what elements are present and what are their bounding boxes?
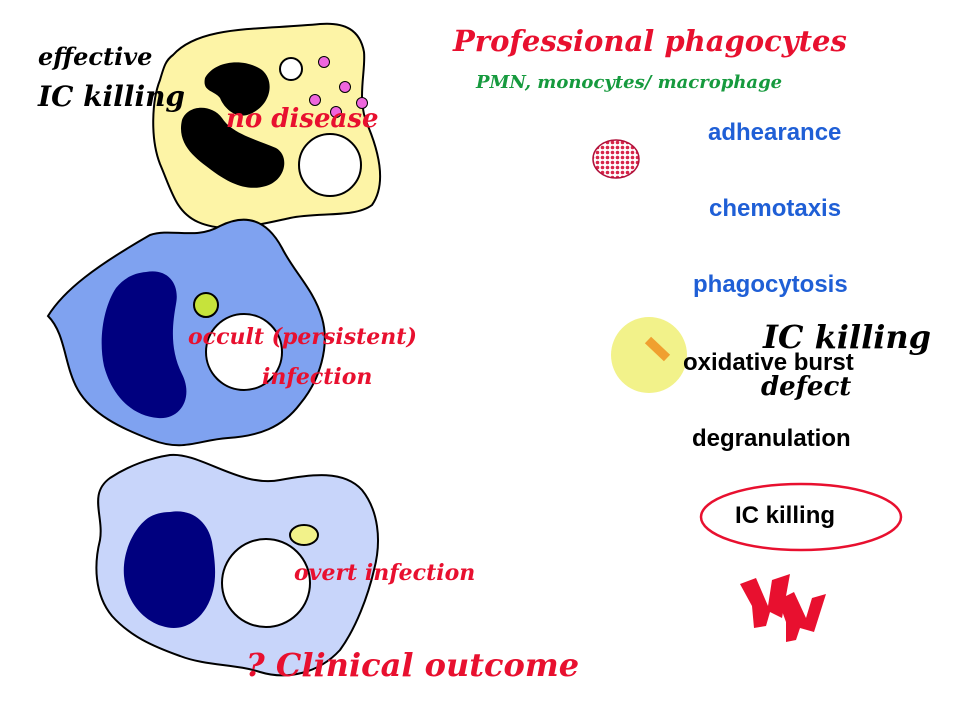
function-adhearance: adhearance xyxy=(708,119,842,146)
function-oxidative-burst: oxidative burst xyxy=(683,349,854,376)
cell3-label: overt infection xyxy=(294,560,476,586)
granule xyxy=(339,81,351,93)
granule xyxy=(330,106,342,118)
mono-nucleus-occult xyxy=(101,271,187,419)
opsonized-particle xyxy=(592,139,640,179)
defect-label-line2: defect xyxy=(761,372,852,402)
granule xyxy=(356,97,368,109)
granule xyxy=(318,56,330,68)
microbe-occult xyxy=(193,292,219,318)
function-chemotaxis: chemotaxis xyxy=(709,195,842,222)
function-ic-killing: IC killing xyxy=(735,502,836,529)
cell3-vacuole xyxy=(221,538,311,628)
microbe-overt xyxy=(289,524,319,546)
opsonized-particle-icon xyxy=(592,139,640,179)
function-degranulation: degranulation xyxy=(692,425,851,452)
cell1-label-line1: effective xyxy=(38,42,153,71)
granule xyxy=(309,94,321,106)
phagosome xyxy=(611,317,687,393)
pmn-nucleus-bottom xyxy=(180,107,285,188)
bolt-part xyxy=(740,574,790,628)
diagram-title: Professional phagocytes xyxy=(453,24,847,58)
cell-mac-overt xyxy=(95,453,379,677)
function-phagocytosis: phagocytosis xyxy=(693,271,848,298)
mac-nucleus-overt xyxy=(123,511,216,628)
bacterium xyxy=(644,336,671,362)
cell1-vacuole-large xyxy=(298,133,362,197)
lightning-bolt-icon xyxy=(740,574,826,642)
cell-mono-occult xyxy=(46,218,326,447)
granules xyxy=(309,56,368,118)
defect-label-line1: IC killing xyxy=(763,318,932,356)
cell1-outcome: no disease xyxy=(226,104,379,134)
cell2-label-line1: occult (persistent) xyxy=(188,324,417,350)
cell2-label-line2: infection xyxy=(262,364,373,390)
ic-killing-highlight-ring xyxy=(699,482,903,552)
cell1-vacuole-small xyxy=(279,57,303,81)
cell2-vacuole xyxy=(205,313,283,391)
diagram-subtitle: PMN, monocytes/ macrophage xyxy=(476,72,783,93)
cell1-label-line2: IC killing xyxy=(38,80,186,113)
bolt-part xyxy=(778,592,826,642)
pmn-nucleus-top xyxy=(204,62,270,116)
cell-pmn-effective xyxy=(152,22,382,229)
bacterium-in-phagosome-icon xyxy=(611,317,687,393)
clinical-outcome: ? Clinical outcome xyxy=(246,646,580,684)
